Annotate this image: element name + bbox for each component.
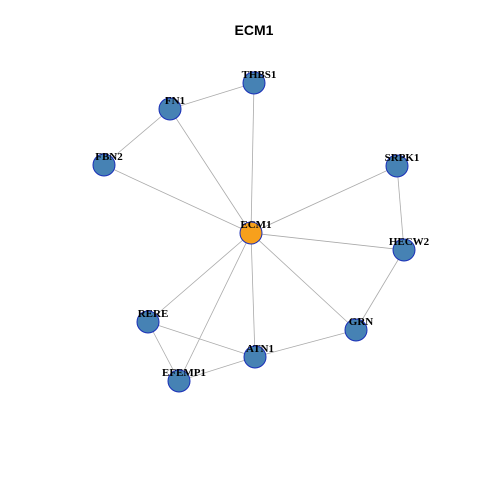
node-circle-atn1 xyxy=(243,345,267,369)
node-rere: RERE xyxy=(136,308,169,334)
node-label-ecm1: ECM1 xyxy=(240,219,271,231)
edge-thbs1-fn1 xyxy=(169,82,255,110)
edge-atn1-ecm1 xyxy=(250,232,256,358)
node-label-grn: GRN xyxy=(349,316,374,328)
node-circle-ecm1 xyxy=(239,221,263,245)
edge-atn1-rere xyxy=(147,321,256,358)
edge-atn1-efemp1 xyxy=(178,356,256,382)
node-label-thbs1: THBS1 xyxy=(242,69,277,81)
node-circle-efemp1 xyxy=(167,369,191,393)
node-grn: GRN xyxy=(344,316,374,342)
node-fbn2: FBN2 xyxy=(92,151,123,177)
node-label-hecw2: HECW2 xyxy=(389,236,430,248)
node-circle-thbs1 xyxy=(242,71,266,95)
node-srpk1: SRPK1 xyxy=(385,152,420,178)
edge-srpk1-hecw2 xyxy=(396,165,405,251)
edge-srpk1-ecm1 xyxy=(250,165,398,234)
edge-rere-ecm1 xyxy=(147,232,252,323)
edge-thbs1-ecm1 xyxy=(250,82,255,234)
node-circle-fn1 xyxy=(158,97,182,121)
node-label-fn1: FN1 xyxy=(165,95,185,107)
edge-fn1-ecm1 xyxy=(169,108,252,234)
node-circle-srpk1 xyxy=(385,154,409,178)
node-circle-hecw2 xyxy=(392,238,416,262)
node-label-fbn2: FBN2 xyxy=(95,151,123,163)
edge-grn-atn1 xyxy=(254,329,357,358)
node-circle-fbn2 xyxy=(92,153,116,177)
node-circle-grn xyxy=(344,318,368,342)
node-label-srpk1: SRPK1 xyxy=(385,152,420,164)
edge-grn-ecm1 xyxy=(250,232,357,331)
edge-efemp1-ecm1 xyxy=(178,232,252,382)
node-ecm1: ECM1 xyxy=(239,219,272,245)
edge-hecw2-grn xyxy=(355,249,405,331)
node-label-atn1: ATN1 xyxy=(246,343,274,355)
node-efemp1: EFEMP1 xyxy=(162,367,206,393)
edge-fbn2-ecm1 xyxy=(103,164,252,234)
node-atn1: ATN1 xyxy=(243,343,274,369)
edge-layer xyxy=(103,82,405,382)
node-hecw2: HECW2 xyxy=(389,236,430,262)
node-fn1: FN1 xyxy=(158,95,185,121)
edge-fn1-fbn2 xyxy=(103,108,171,166)
graph-title: ECM1 xyxy=(235,22,274,38)
node-thbs1: THBS1 xyxy=(242,69,277,95)
edge-hecw2-ecm1 xyxy=(250,232,405,251)
node-label-rere: RERE xyxy=(138,308,169,320)
node-label-efemp1: EFEMP1 xyxy=(162,367,206,379)
node-circle-rere xyxy=(136,310,160,334)
